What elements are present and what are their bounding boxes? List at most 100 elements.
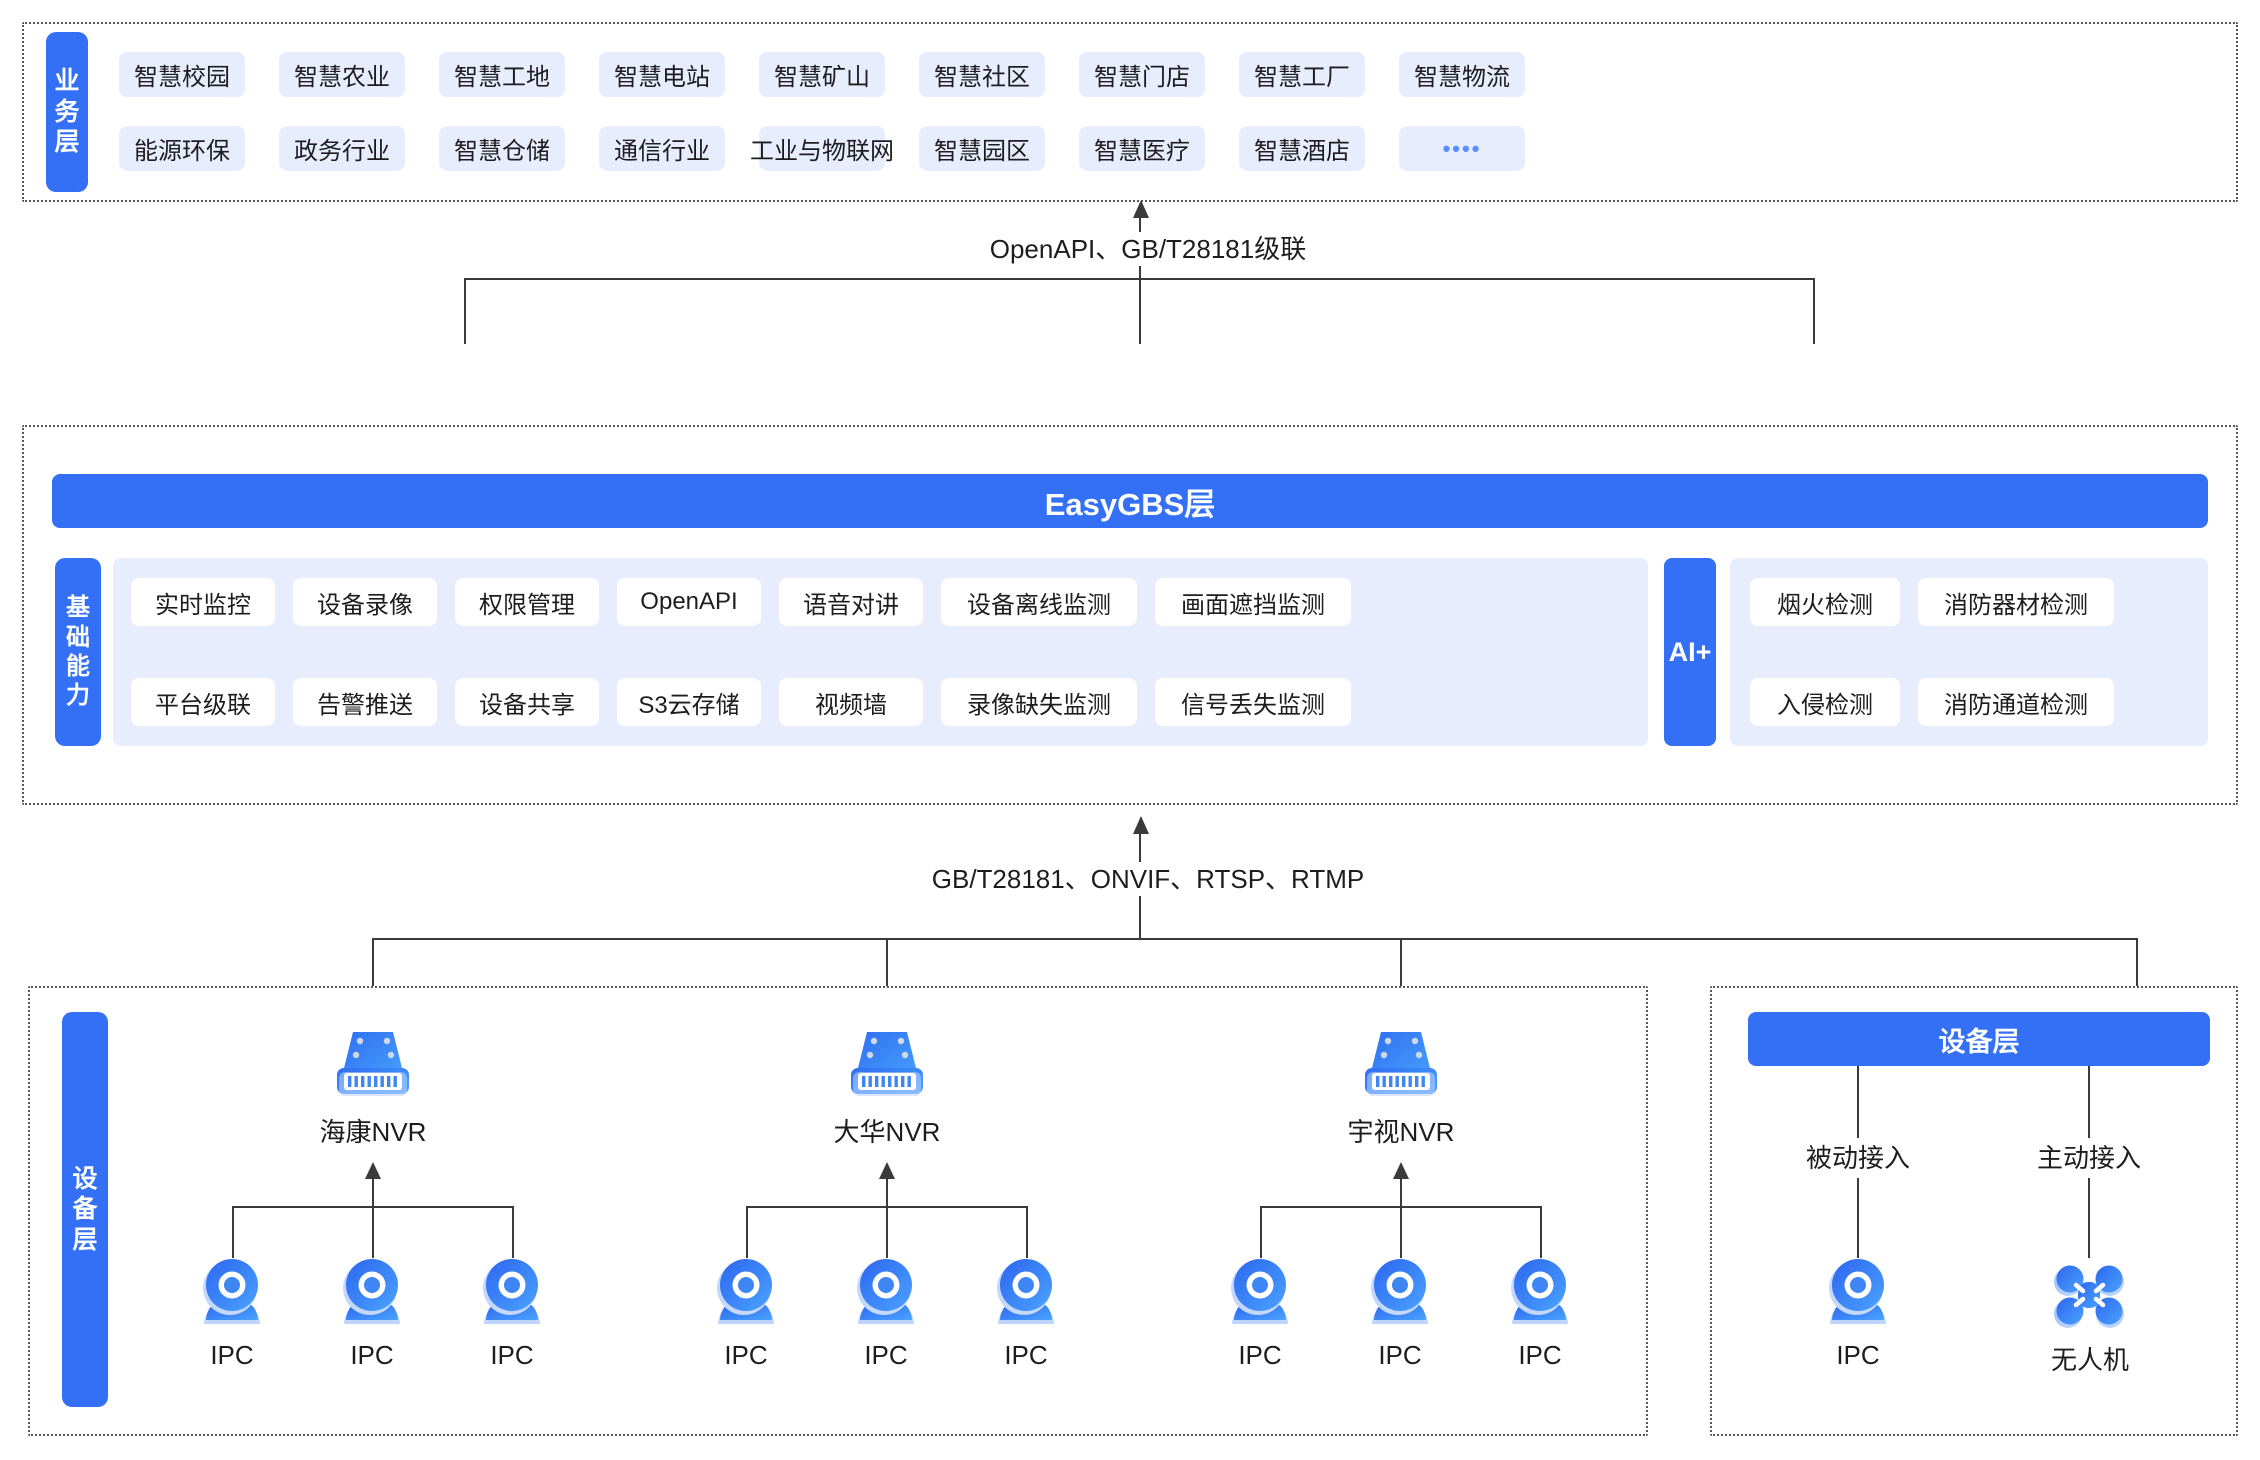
easygbs-title-bar: EasyGBS层 bbox=[52, 474, 2208, 528]
nvr1-cam1-drop bbox=[232, 1206, 234, 1258]
nvr-icon bbox=[851, 1032, 923, 1096]
camera-icon bbox=[1829, 1259, 1886, 1324]
nvr3-cam2-drop bbox=[1400, 1206, 1402, 1258]
device-layer-left-label: 设备层 bbox=[62, 1012, 108, 1407]
bottom-connector-label: GB/T28181、ONVIF、RTSP、RTMP bbox=[889, 862, 1407, 896]
ai-capability-chip[interactable]: 烟火检测 bbox=[1750, 578, 1900, 626]
nvr3-arrow-icon bbox=[1393, 1162, 1409, 1179]
business-tag[interactable]: 智慧工厂 bbox=[1239, 52, 1365, 97]
nvr-label: 宇视NVR bbox=[1347, 1117, 1455, 1147]
capability-chip[interactable]: 实时监控 bbox=[131, 578, 275, 626]
business-tag[interactable]: 能源环保 bbox=[119, 126, 245, 171]
bottom-connector-arrow-icon bbox=[1133, 816, 1149, 834]
passive-access-line-upper bbox=[1857, 1066, 1859, 1138]
capability-chip[interactable]: S3云存储 bbox=[617, 678, 761, 726]
business-tag[interactable]: 智慧酒店 bbox=[1239, 126, 1365, 171]
top-connector-branch-right bbox=[1813, 278, 1815, 344]
capability-chip[interactable]: 画面遮挡监测 bbox=[1155, 578, 1351, 626]
bottom-branch-nvr3 bbox=[1400, 938, 1402, 1026]
passive-access-line-lower bbox=[1857, 1178, 1859, 1258]
business-tag[interactable]: 智慧社区 bbox=[919, 52, 1045, 97]
camera-icon bbox=[857, 1259, 914, 1324]
capability-chip[interactable]: 信号丢失监测 bbox=[1155, 678, 1351, 726]
bottom-connector-stem bbox=[1139, 832, 1141, 878]
capability-chip[interactable]: 录像缺失监测 bbox=[941, 678, 1137, 726]
nvr-icon bbox=[1365, 1032, 1437, 1096]
camera-icon bbox=[343, 1259, 400, 1324]
camera-label: IPC bbox=[724, 1340, 768, 1370]
active-access-line-upper bbox=[2088, 1066, 2090, 1138]
bottom-connector-stem-lower bbox=[1139, 896, 1141, 940]
nvr1-cam3-drop bbox=[512, 1206, 514, 1258]
capability-chip[interactable]: 平台级联 bbox=[131, 678, 275, 726]
drone-icon bbox=[2054, 1265, 2124, 1328]
capability-chip[interactable]: 视频墙 bbox=[779, 678, 923, 726]
active-access-label: 主动接入 bbox=[2036, 1143, 2141, 1173]
camera-label: IPC bbox=[1378, 1340, 1422, 1370]
capability-chip[interactable]: 权限管理 bbox=[455, 578, 599, 626]
business-tag[interactable]: 智慧医疗 bbox=[1079, 126, 1205, 171]
nvr2-cam2-drop bbox=[886, 1206, 888, 1258]
camera-label: IPC bbox=[1518, 1340, 1562, 1370]
nvr3-stem bbox=[1400, 1178, 1402, 1208]
active-access-line-lower bbox=[2088, 1178, 2090, 1258]
device-layer-right-title-text: 设备层 bbox=[1938, 1026, 2020, 1057]
bottom-connector-bus bbox=[373, 938, 2138, 940]
ai-plus-label: AI+ bbox=[1664, 558, 1716, 746]
basic-capability-label: 基础能力 bbox=[55, 558, 101, 746]
camera-label: IPC bbox=[1004, 1340, 1048, 1370]
capability-chip[interactable]: 设备共享 bbox=[455, 678, 599, 726]
business-tag[interactable]: 智慧物流 bbox=[1399, 52, 1525, 97]
camera-label: IPC bbox=[1238, 1340, 1282, 1370]
business-tag[interactable]: 政务行业 bbox=[279, 126, 405, 171]
business-layer-label: 业务层 bbox=[46, 32, 88, 192]
capability-chip[interactable]: OpenAPI bbox=[617, 578, 761, 626]
nvr2-stem bbox=[886, 1178, 888, 1208]
camera-label: IPC bbox=[350, 1340, 394, 1370]
business-tag[interactable]: 智慧园区 bbox=[919, 126, 1045, 171]
business-tag-more[interactable]: •••• bbox=[1399, 126, 1525, 171]
bottom-branch-right bbox=[2136, 938, 2138, 1026]
business-layer-panel bbox=[22, 22, 2238, 202]
nvr2-arrow-icon bbox=[879, 1162, 895, 1179]
camera-icon bbox=[1511, 1259, 1568, 1324]
business-tag[interactable]: 智慧仓储 bbox=[439, 126, 565, 171]
nvr1-cam2-drop bbox=[372, 1206, 374, 1258]
business-tag[interactable]: 智慧工地 bbox=[439, 52, 565, 97]
passive-access-label: 被动接入 bbox=[1805, 1143, 1910, 1173]
ai-capability-chip[interactable]: 入侵检测 bbox=[1750, 678, 1900, 726]
capability-chip[interactable]: 语音对讲 bbox=[779, 578, 923, 626]
business-tag[interactable]: 工业与物联网 bbox=[750, 126, 894, 171]
device-layer-left-label-text: 设备层 bbox=[72, 1164, 99, 1254]
capability-chip[interactable]: 告警推送 bbox=[293, 678, 437, 726]
camera-icon bbox=[1371, 1259, 1428, 1324]
basic-capability-label-text: 基础能力 bbox=[66, 594, 91, 710]
camera-label: IPC bbox=[490, 1340, 534, 1370]
business-tag[interactable]: 通信行业 bbox=[599, 126, 725, 171]
camera-icon bbox=[203, 1259, 260, 1324]
capability-chip[interactable]: 设备离线监测 bbox=[941, 578, 1137, 626]
capability-chip[interactable]: 设备录像 bbox=[293, 578, 437, 626]
camera-icon bbox=[997, 1259, 1054, 1324]
business-tag[interactable]: 智慧电站 bbox=[599, 52, 725, 97]
nvr-label: 海康NVR bbox=[319, 1117, 427, 1147]
camera-label: IPC bbox=[864, 1340, 908, 1370]
camera-label: IPC bbox=[210, 1340, 254, 1370]
top-connector-label: OpenAPI、GB/T28181级联 bbox=[939, 232, 1357, 266]
bottom-branch-nvr1 bbox=[372, 938, 374, 1026]
ai-capability-chip[interactable]: 消防器材检测 bbox=[1918, 578, 2114, 626]
camera-icon bbox=[1231, 1259, 1288, 1324]
nvr2-cam1-drop bbox=[746, 1206, 748, 1258]
nvr2-cam3-drop bbox=[1026, 1206, 1028, 1258]
ai-capability-chip[interactable]: 消防通道检测 bbox=[1918, 678, 2114, 726]
business-tag[interactable]: 智慧矿山 bbox=[759, 52, 885, 97]
business-tag[interactable]: 智慧门店 bbox=[1079, 52, 1205, 97]
top-connector-arrow-icon bbox=[1133, 200, 1149, 218]
business-tag[interactable]: 智慧农业 bbox=[279, 52, 405, 97]
business-tag[interactable]: 智慧校园 bbox=[119, 52, 245, 97]
nvr3-cam1-drop bbox=[1260, 1206, 1262, 1258]
camera-icon bbox=[483, 1259, 540, 1324]
drone-label: 无人机 bbox=[2050, 1345, 2129, 1375]
nvr-label: 大华NVR bbox=[833, 1117, 941, 1147]
